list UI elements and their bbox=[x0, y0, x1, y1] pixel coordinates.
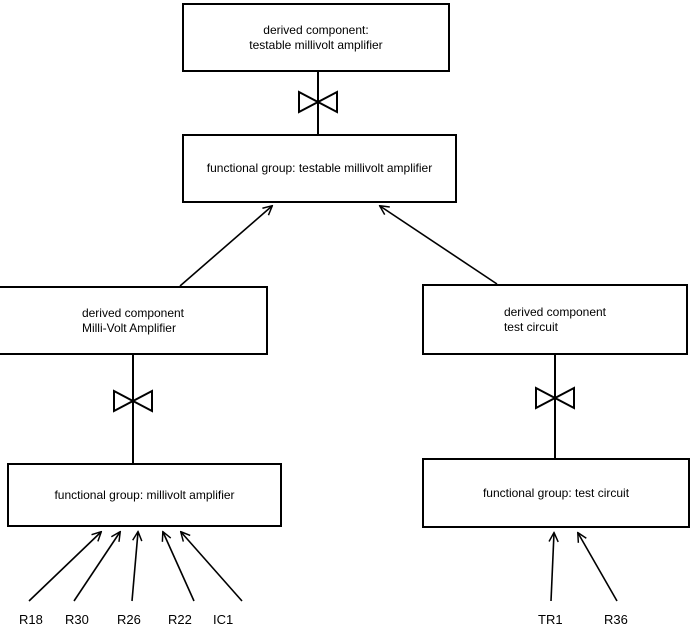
bowtie-icon bbox=[113, 389, 153, 413]
leaf-label-ic1: IC1 bbox=[213, 612, 234, 627]
bowtie-icon bbox=[535, 386, 575, 410]
arrow-r22 bbox=[163, 532, 195, 602]
bowtie-icon bbox=[298, 90, 338, 114]
arrow-r30 bbox=[73, 532, 120, 602]
node-label: functional group: testable millivolt amp… bbox=[206, 161, 433, 175]
bowtie-link-right bbox=[535, 355, 575, 458]
leaf-label-r22: R22 bbox=[168, 612, 192, 627]
node-derived-testable-millivolt-amplifier[interactable]: derived component: testable millivolt am… bbox=[182, 3, 450, 72]
node-functional-group-millivolt-amplifier[interactable]: functional group: millivolt amplifier bbox=[7, 463, 282, 527]
bowtie-link-left bbox=[113, 355, 153, 463]
leaf-label-r18: R18 bbox=[19, 612, 43, 627]
arrow-milli-volt-amplifier-to-functional-group bbox=[179, 206, 272, 287]
leaf-label-r30: R30 bbox=[65, 612, 89, 627]
node-derived-milli-volt-amplifier[interactable]: derived component Milli-Volt Amplifier bbox=[0, 286, 268, 355]
arrow-test-circuit-to-functional-group bbox=[380, 206, 498, 285]
node-label: functional group: test circuit bbox=[482, 485, 630, 500]
leaf-label-r26: R26 bbox=[117, 612, 141, 627]
node-functional-group-test-circuit[interactable]: functional group: test circuit bbox=[422, 458, 690, 528]
node-derived-test-circuit[interactable]: derived component test circuit bbox=[422, 284, 688, 355]
node-label: functional group: millivolt amplifier bbox=[54, 487, 235, 502]
bowtie-link-top bbox=[298, 72, 338, 134]
arrow-ic1 bbox=[181, 532, 243, 602]
arrow-r36 bbox=[578, 533, 618, 602]
arrow-tr1 bbox=[551, 533, 554, 602]
node-label: derived component: testable millivolt am… bbox=[249, 22, 383, 52]
node-label: derived component test circuit bbox=[503, 304, 607, 334]
arrow-r26 bbox=[131, 532, 138, 602]
node-functional-group-testable-millivolt-amplifier[interactable]: functional group: testable millivolt amp… bbox=[182, 134, 457, 203]
arrow-r18 bbox=[28, 532, 101, 602]
node-label: derived component Milli-Volt Amplifier bbox=[81, 305, 185, 335]
leaf-label-tr1: TR1 bbox=[538, 612, 563, 627]
leaf-label-r36: R36 bbox=[604, 612, 628, 627]
